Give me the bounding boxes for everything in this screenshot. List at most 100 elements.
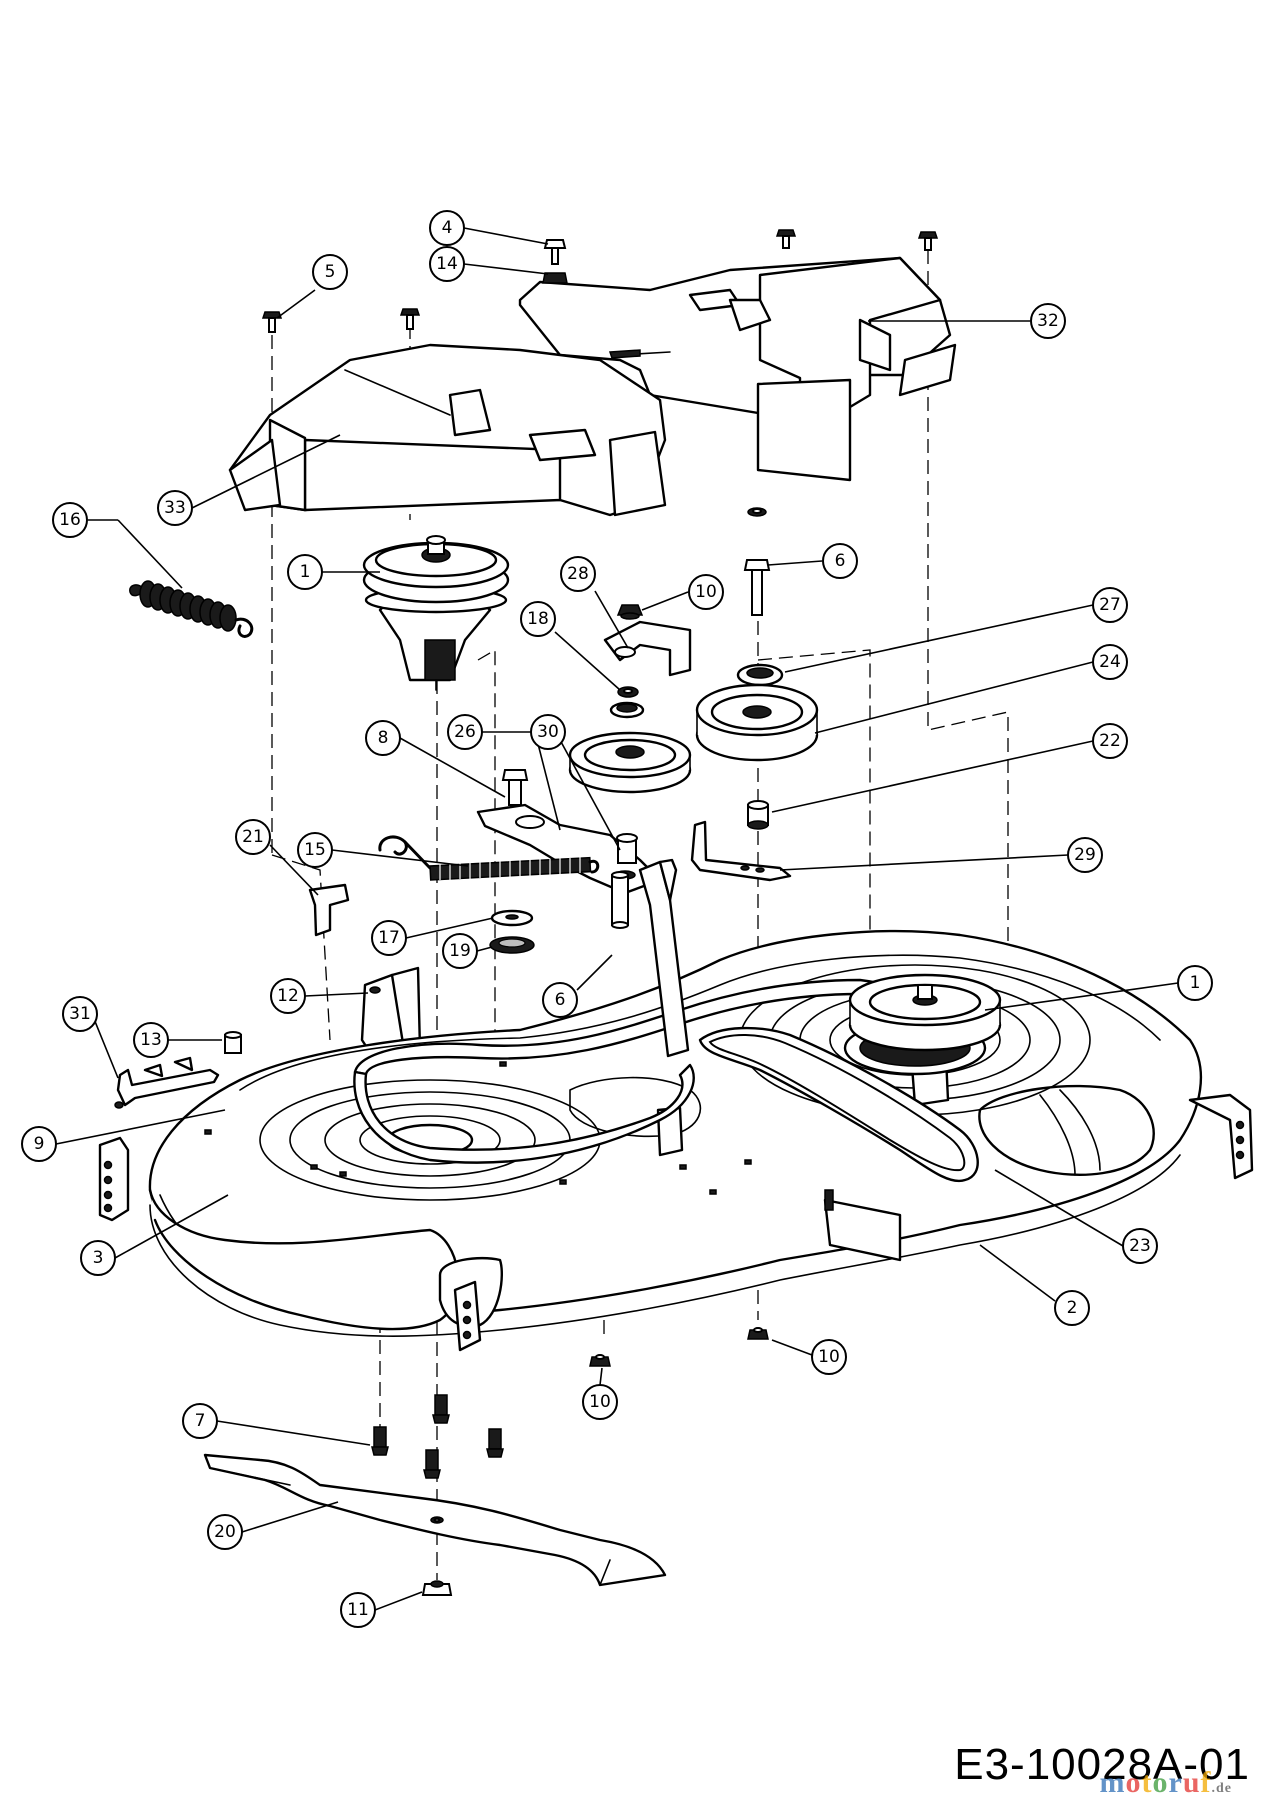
- svg-text:5: 5: [325, 262, 336, 282]
- svg-text:28: 28: [567, 564, 589, 584]
- svg-text:8: 8: [378, 728, 389, 748]
- watermark-suffix: .de: [1211, 1781, 1232, 1796]
- svg-text:31: 31: [69, 1004, 91, 1024]
- idler-pulley-right: [695, 559, 819, 830]
- callout-17: 17: [371, 917, 494, 956]
- svg-text:23: 23: [1129, 1236, 1151, 1256]
- drawing-code: E3-10028A-01: [954, 1740, 1250, 1789]
- spindle-assembly-right: [843, 973, 1002, 1076]
- svg-text:10: 10: [589, 1392, 611, 1412]
- svg-text:14: 14: [436, 254, 458, 274]
- svg-text:13: 13: [140, 1030, 162, 1050]
- tension-spring: [308, 835, 600, 937]
- watermark-logo: motoruf.de: [1099, 1766, 1232, 1800]
- svg-text:4: 4: [442, 218, 453, 238]
- callout-2: 2: [979, 1244, 1090, 1326]
- callout-13: 13: [133, 1022, 222, 1058]
- callout-28: 28: [560, 556, 629, 649]
- belt-cover-right: [518, 256, 957, 482]
- callouts: 5 4 14 32 33 16 1 28 10 6 27 18 24 8 26 …: [21, 210, 1213, 1628]
- callout-19: 19: [442, 933, 493, 969]
- idler-arm: [476, 769, 662, 895]
- watermark-letter: t: [1141, 1766, 1153, 1799]
- callout-9: 9: [21, 1109, 226, 1162]
- watermark-letter: u: [1182, 1766, 1201, 1799]
- drive-belt: [353, 978, 979, 1183]
- callout-31: 31: [62, 996, 119, 1079]
- svg-text:9: 9: [34, 1134, 45, 1154]
- svg-text:10: 10: [818, 1347, 840, 1367]
- watermark-letter: o: [1125, 1766, 1142, 1799]
- svg-text:32: 32: [1037, 311, 1059, 331]
- watermark-letter: f: [1200, 1766, 1212, 1799]
- callout-10-right: 10: [771, 1339, 847, 1375]
- svg-text:27: 27: [1099, 595, 1121, 615]
- callout-26: 26: [447, 714, 561, 831]
- svg-text:29: 29: [1074, 845, 1096, 865]
- svg-text:6: 6: [835, 551, 846, 571]
- svg-text:18: 18: [527, 609, 549, 629]
- svg-text:1: 1: [1190, 973, 1201, 993]
- spindle-assembly-left: [362, 535, 510, 691]
- svg-text:7: 7: [195, 1411, 206, 1431]
- idler-bracket-28: [603, 604, 692, 698]
- svg-text:33: 33: [164, 498, 186, 518]
- callout-27: 27: [784, 587, 1128, 673]
- svg-text:26: 26: [454, 722, 476, 742]
- callout-1-top: 1: [287, 554, 380, 590]
- callout-16: 16: [52, 502, 183, 589]
- callout-4: 4: [429, 210, 549, 246]
- small-pulley-washers: [489, 871, 629, 954]
- mower-blade: [203, 1453, 667, 1596]
- blade-bolts: [371, 1327, 769, 1479]
- watermark-letter: o: [1152, 1766, 1169, 1799]
- callout-5: 5: [276, 254, 348, 319]
- callout-20: 20: [207, 1501, 339, 1550]
- callout-6-mid: 6: [542, 954, 613, 1018]
- svg-text:20: 20: [214, 1522, 236, 1542]
- deck-post: [638, 858, 690, 1058]
- svg-text:15: 15: [304, 840, 326, 860]
- svg-text:3: 3: [93, 1248, 104, 1268]
- svg-text:16: 16: [59, 510, 81, 530]
- callout-29: 29: [779, 837, 1103, 873]
- callout-14: 14: [429, 246, 549, 282]
- callout-23: 23: [994, 1169, 1158, 1264]
- svg-text:12: 12: [277, 986, 299, 1006]
- callout-11: 11: [340, 1591, 423, 1628]
- idler-pulley-flat: [568, 701, 692, 794]
- svg-text:10: 10: [695, 582, 717, 602]
- svg-text:1: 1: [300, 562, 311, 582]
- svg-text:2: 2: [1067, 1298, 1078, 1318]
- callout-18: 18: [520, 601, 621, 691]
- watermark-letter: r: [1168, 1766, 1183, 1799]
- top-screws: [261, 229, 939, 517]
- callout-6-top: 6: [767, 543, 858, 579]
- svg-text:17: 17: [378, 928, 400, 948]
- callout-12: 12: [270, 978, 369, 1014]
- callout-7: 7: [182, 1403, 371, 1446]
- svg-text:21: 21: [242, 827, 264, 847]
- callout-8: 8: [365, 720, 506, 798]
- svg-text:6: 6: [555, 990, 566, 1010]
- callout-10-bottom: 10: [582, 1367, 618, 1420]
- belt-guide-bracket: [690, 820, 792, 882]
- callout-33: 33: [157, 434, 341, 526]
- callout-24: 24: [814, 644, 1128, 734]
- svg-text:30: 30: [537, 722, 559, 742]
- callout-1-right: 1: [984, 965, 1213, 1011]
- callout-30: 30: [530, 714, 621, 851]
- svg-text:19: 19: [449, 941, 471, 961]
- belt-cover-left: [228, 343, 667, 517]
- spring-large: [129, 580, 254, 638]
- callout-21: 21: [235, 819, 319, 896]
- svg-text:22: 22: [1099, 731, 1121, 751]
- callout-22: 22: [771, 723, 1128, 813]
- callout-32: 32: [868, 303, 1066, 339]
- svg-text:11: 11: [347, 1600, 369, 1620]
- callout-3: 3: [80, 1194, 229, 1276]
- callout-10-top: 10: [641, 574, 724, 611]
- watermark-letter: m: [1099, 1766, 1126, 1799]
- callout-15: 15: [297, 832, 469, 868]
